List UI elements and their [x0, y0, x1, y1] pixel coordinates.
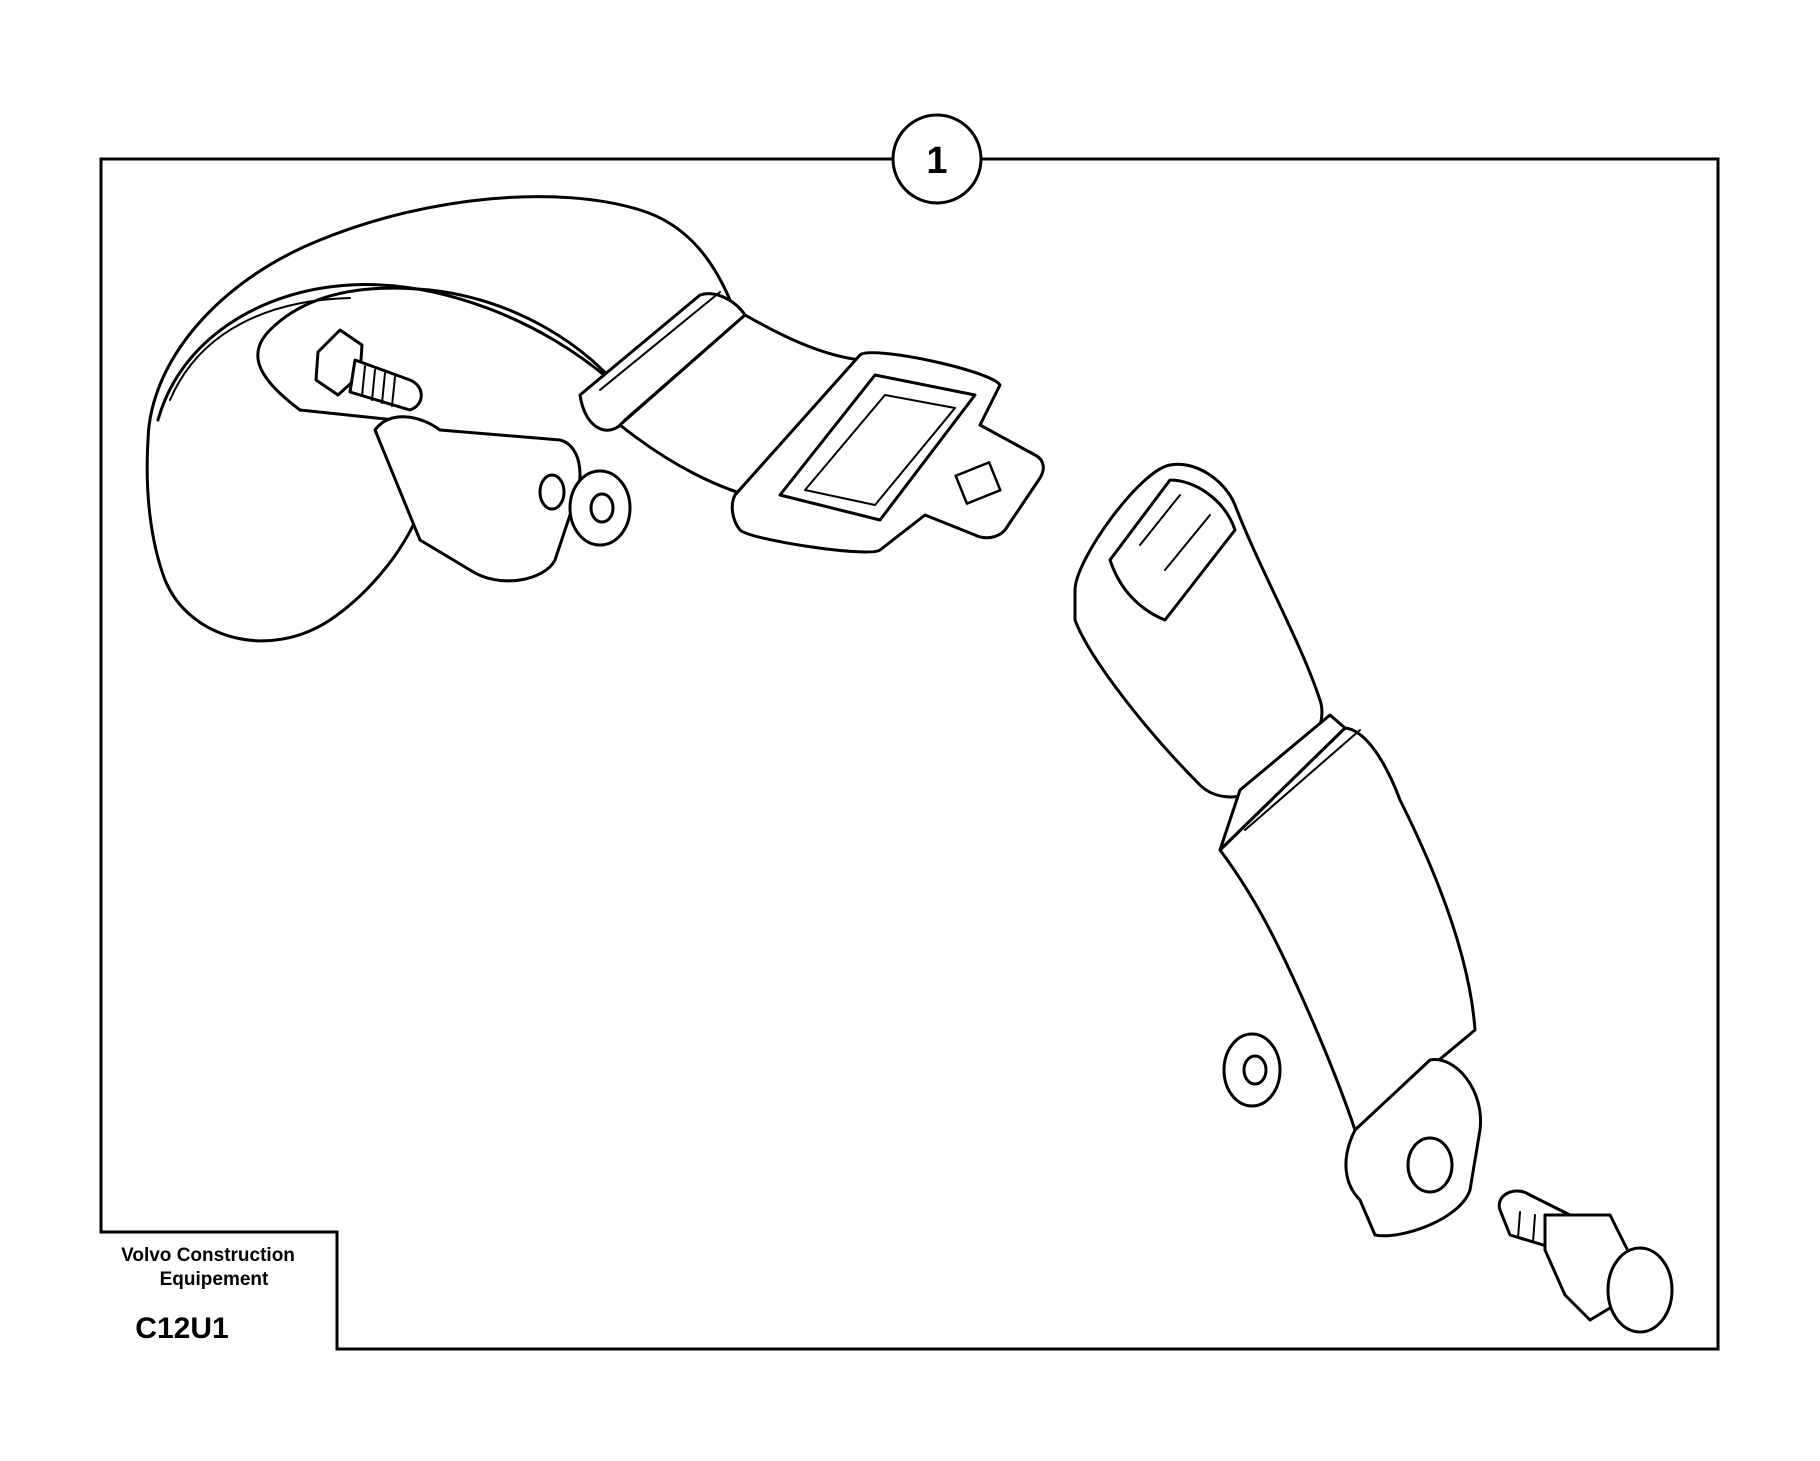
drawing-code: C12U1: [135, 1312, 228, 1345]
belt-strap-inner-edge: [156, 283, 612, 422]
belt-tongue-assembly: [145, 195, 1045, 643]
company-name-line2: Equipement: [160, 1269, 269, 1290]
anchor-bolt-right: [1497, 1189, 1674, 1334]
belt-buckle-assembly: [1073, 462, 1674, 1334]
anchor-bolt-left: [314, 328, 423, 412]
buckle-webbing-cover: [1218, 726, 1477, 1132]
washer-left: [568, 469, 632, 547]
washer-right: [1222, 1032, 1282, 1108]
company-name-line1: Volvo Construction: [121, 1245, 295, 1266]
buckle-release-button: [1108, 478, 1237, 622]
drawing-frame: [99, 157, 1720, 1351]
belt-strap-inner-edge-2: [169, 297, 351, 401]
callout-balloon: 1: [891, 113, 983, 205]
buckle-webbing-collar: [1218, 713, 1347, 852]
callout-number: 1: [926, 140, 947, 182]
